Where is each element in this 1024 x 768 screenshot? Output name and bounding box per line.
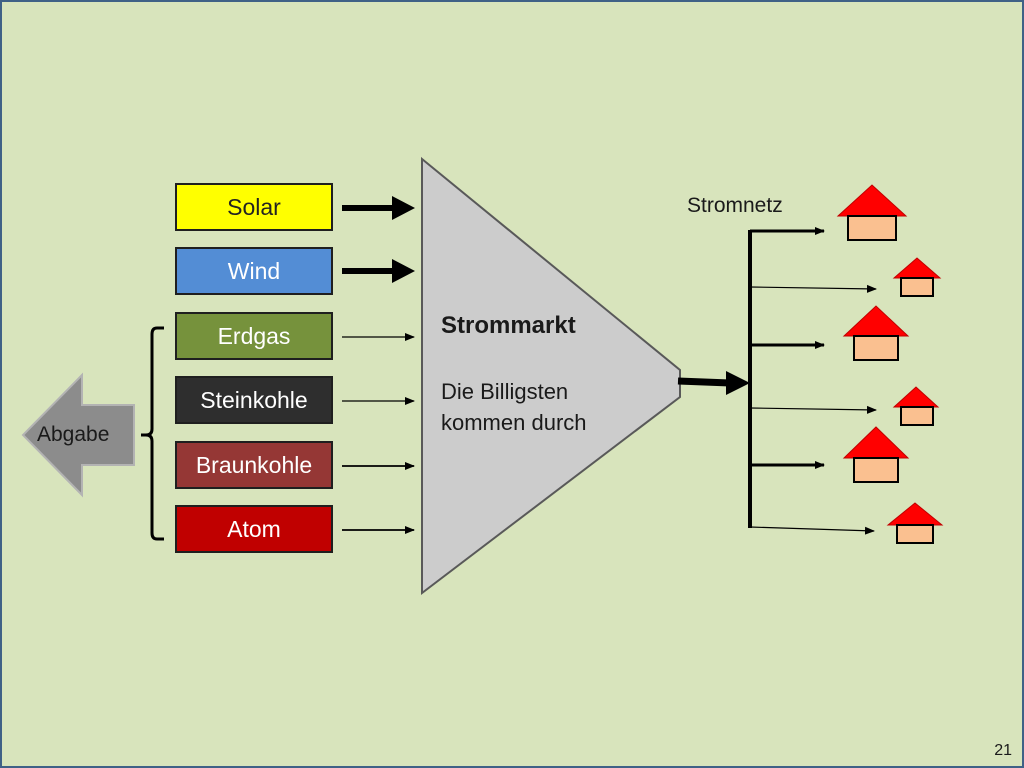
arrow-market-output [677,371,750,395]
grid-branch-4 [749,405,877,414]
source-erdgas: Erdgas [175,312,333,360]
house-icon [886,502,944,544]
source-steinkohle: Steinkohle [175,376,333,424]
abgabe-label: Abgabe [37,423,110,446]
stromnetz-label: Stromnetz [687,194,783,217]
source-erdgas-label: Erdgas [217,322,291,349]
house-icon [842,305,910,361]
arrow-solar [342,196,415,220]
house-icon [892,257,942,297]
source-steinkohle-label: Steinkohle [200,386,308,413]
source-solar: Solar [175,183,333,231]
arrow-wind [342,259,415,283]
page-number: 21 [994,742,1012,759]
source-braunkohle-label: Braunkohle [195,451,313,478]
fossil-bracket [141,326,164,541]
source-braunkohle: Braunkohle [175,441,333,489]
grid-branch-6 [749,526,875,535]
strommarkt-triangle [421,156,681,596]
source-wind-label: Wind [227,257,281,284]
abgabe-arrow-shape [21,372,135,498]
house-icon [842,426,910,483]
source-solar-label: Solar [227,193,281,220]
grid-branch-2 [749,284,877,293]
house-icon [892,386,940,426]
source-wind: Wind [175,247,333,295]
house-icon [836,184,908,241]
strommarkt-title: Strommarkt [441,312,576,339]
source-atom: Atom [175,505,333,553]
strommarkt-subtitle: Die Billigsten kommen durch [441,376,587,438]
strommarkt-subtitle-line1: Die Billigsten [441,379,569,404]
source-atom-label: Atom [227,515,281,542]
strommarkt-subtitle-line2: kommen durch [441,410,587,435]
